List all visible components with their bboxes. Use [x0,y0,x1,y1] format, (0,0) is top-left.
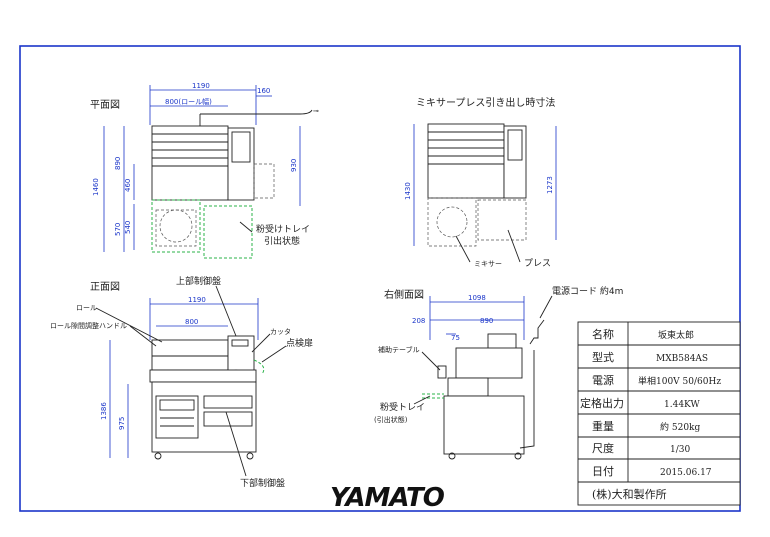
front-dim-height: 1386 [100,402,108,420]
plan-main-body [151,125,229,201]
plan-callout-1: 粉受けトレイ [256,223,310,235]
front-lower-panel [203,395,253,409]
right-label-aux-table: 補助テーブル [378,345,420,354]
tb-key-name: 名称 [592,327,614,341]
front-label-lower-panel: 下部制御盤 [240,477,285,489]
plan-dim-width: 1190 [192,82,210,90]
front-label-roll-gap: ロール隙間調整ハンドル [50,321,127,330]
front-label-upper-panel: 上部制御盤 [176,275,221,287]
front-dim-mid: 975 [118,417,126,430]
tb-key-weight: 重量 [592,419,614,433]
tb-val-weight: 約 520kg [660,421,700,433]
front-label-roll: ロール [76,304,97,312]
tb-val-scale: 1/30 [670,445,690,455]
front-roll-unit [151,339,229,371]
mixer-dim-height: 1430 [404,182,412,200]
svg-text:460: 460 [124,179,132,192]
front-view-title: 正面図 [90,281,120,293]
mixer-dim-side: 1273 [546,176,554,194]
right-view: 右側面図 1098 208 890 75 電源コード 約4m 補助テーブル 粉受… [374,285,623,460]
tb-key-rated: 定格出力 [580,396,624,410]
right-upper-body [455,347,523,379]
drawing-border [19,45,741,512]
front-label-inspection: 点検扉 [286,337,313,349]
tb-val-rated: 1.44KW [664,400,700,410]
right-view-title: 右側面図 [384,288,424,301]
title-block: 名称 坂東太郎 型式 MXB584AS 電源 単相100V 50/60Hz 定格… [577,321,741,506]
plan-dim-side: 930 [290,159,298,172]
plan-callout-2: 引出状態 [264,235,300,247]
front-label-cutter: カッタ [270,327,291,336]
right-dim-body: 890 [480,317,493,325]
mixer-view: ミキサープレス引き出し時寸法 1430 1273 ミキサー プレス [404,96,557,269]
right-lower-body [443,395,525,455]
front-dim-inner: 800 [185,318,198,326]
right-dim-left: 208 [412,317,425,325]
svg-text:YAMATO: YAMATO [330,483,445,513]
mixer-main-body [427,123,505,199]
svg-text:570: 570 [114,223,122,236]
right-label-cord: 電源コード 約4m [552,285,623,297]
svg-text:⊸: ⊸ [313,107,319,115]
svg-text:540: 540 [124,221,132,234]
tb-val-name: 坂東太郎 [658,329,694,341]
tb-val-date: 2015.06.17 [660,468,712,478]
plan-dim-right: 160 [257,87,270,95]
plan-view-title: 平面図 [90,99,120,111]
tb-key-date: 日付 [592,465,614,478]
front-dim-width: 1190 [188,296,206,304]
tb-val-model: MXB584AS [656,354,708,364]
tb-key-scale: 尺度 [592,441,614,455]
svg-text:890: 890 [114,157,122,170]
mixer-label: ミキサー [474,260,502,268]
right-label-tray-1: 粉受トレイ [380,401,425,413]
plan-tray-extended [151,199,201,253]
tb-val-power: 単相100V 50/60Hz [638,375,721,387]
right-dim-depth: 1098 [468,294,486,302]
mixer-view-title: ミキサープレス引き出し時寸法 [416,96,555,109]
front-view: 正面図 1190 800 1386 975 上部制御盤 ロール ロール隙間 [50,275,313,489]
plan-view: 平面図 1190 800(ロール幅) 160 ⊸ 1460 890 460 [90,82,319,259]
right-dim-small: 75 [451,334,460,342]
front-inspection-door-swing [253,359,265,375]
tb-key-model: 型式 [592,350,614,364]
yamato-logo: YAMATO [330,483,446,513]
plan-dim-roll: 800(ロール幅) [165,97,212,106]
plan-dim-depth: 1460 [92,178,100,196]
tb-company: (株)大和製作所 [592,487,667,501]
press-label: プレス [524,258,551,269]
tb-key-power: 電源 [592,373,614,387]
right-label-tray-2: (引出状態) [374,415,408,424]
